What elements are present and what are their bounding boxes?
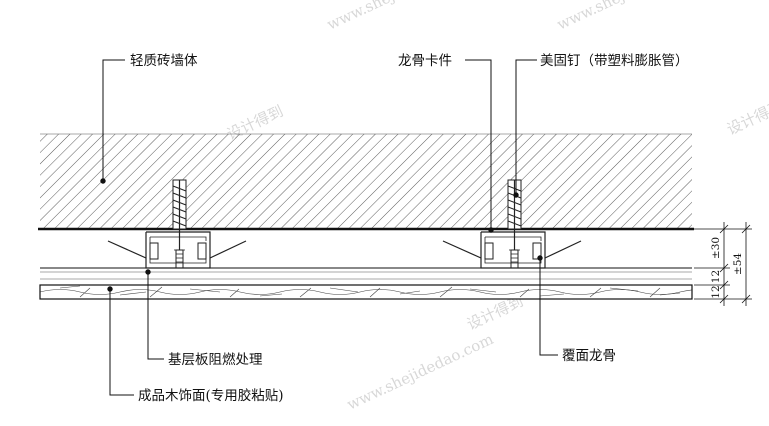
dimension-chain — [694, 222, 752, 306]
label-anchor: 美固钉（带塑料膨胀管） — [540, 53, 689, 69]
keel-clip — [480, 231, 546, 269]
leader-lines — [100, 59, 558, 396]
watermark-url: www.shejidedao.com — [324, 0, 476, 34]
keel-assembly-right — [442, 179, 582, 269]
base-board — [40, 267, 692, 286]
watermark-url: www.shejidedao.com — [344, 330, 496, 414]
keel-assembly-left — [107, 179, 247, 269]
dim-seg-b: 12 — [710, 285, 722, 298]
label-base-board: 基层板阻燃处理 — [168, 351, 263, 368]
dim-inner: ±30 — [710, 237, 722, 259]
watermark-text: 设计得到 — [724, 97, 769, 139]
keel-clip — [145, 231, 211, 269]
anchor-bolt — [507, 179, 522, 269]
label-keel-clip: 龙骨卡件 — [398, 53, 452, 69]
dim-seg-a: 12 — [710, 270, 722, 283]
anchor-bolt — [172, 179, 187, 269]
dim-outer: ±54 — [732, 253, 744, 275]
watermark-url: www.shejidedao.com — [554, 0, 706, 34]
label-cover-keel: 覆面龙骨 — [562, 348, 616, 364]
label-finish: 成品木饰面(专用胶粘贴) — [138, 387, 284, 404]
label-wall: 轻质砖墙体 — [130, 53, 198, 69]
brick-wall — [38, 133, 694, 231]
wood-veneer — [39, 284, 693, 300]
